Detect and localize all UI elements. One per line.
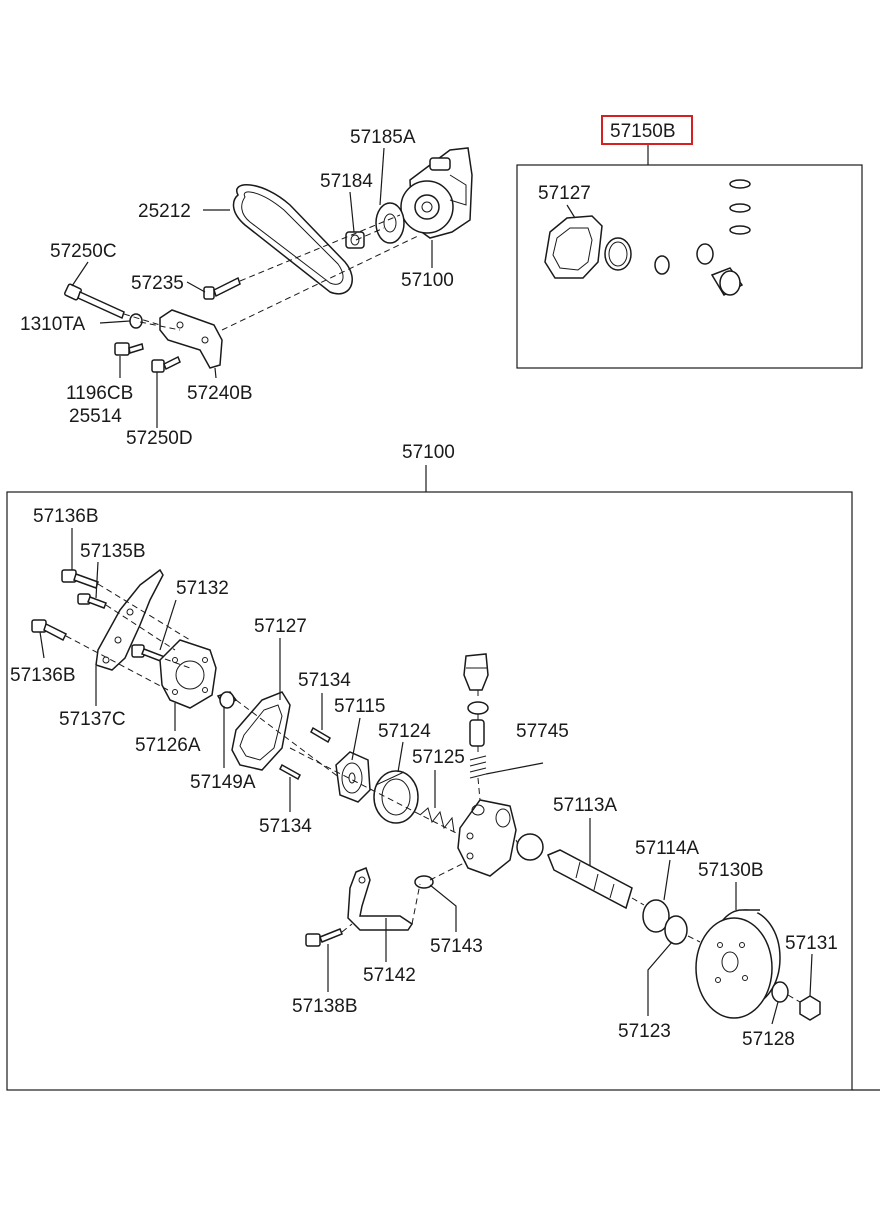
label-57136B-upper[interactable]: 57136B — [33, 506, 99, 527]
bolt-57250D[interactable] — [151, 355, 181, 373]
bolt-57135B[interactable] — [77, 593, 107, 609]
label-57142[interactable]: 57142 — [363, 965, 416, 986]
spring-57745[interactable] — [469, 755, 487, 779]
o-ring-57143[interactable] — [414, 875, 434, 889]
nut-57131[interactable] — [799, 995, 821, 1021]
shaft-57113A[interactable] — [547, 849, 633, 910]
pin-57134-upper[interactable] — [310, 726, 331, 744]
nut-57184[interactable] — [345, 231, 365, 249]
fitting-upper[interactable] — [463, 653, 489, 779]
label-57745[interactable]: 57745 — [516, 721, 569, 742]
washer-1310TA[interactable] — [129, 313, 143, 329]
label-57250C[interactable]: 57250C — [50, 241, 117, 262]
label-25514[interactable]: 25514 — [69, 406, 122, 427]
label-57134-lower[interactable]: 57134 — [259, 816, 312, 837]
o-ring-mid-kit[interactable] — [696, 243, 714, 265]
label-57134-upper[interactable]: 57134 — [298, 670, 351, 691]
bolt-57136B-upper[interactable] — [61, 569, 99, 589]
label-57184[interactable]: 57184 — [320, 171, 373, 192]
ring-57114A[interactable] — [642, 899, 670, 933]
pipe-57142[interactable] — [347, 867, 414, 931]
washer-57128[interactable] — [771, 981, 789, 1003]
bushing-57149A[interactable] — [216, 691, 238, 709]
label-57250D[interactable]: 57250D — [126, 428, 193, 449]
label-57137C[interactable]: 57137C — [59, 709, 126, 730]
seal-housing[interactable] — [516, 833, 544, 861]
label-57130B[interactable]: 57130B — [698, 860, 764, 881]
bolt-57235[interactable] — [203, 276, 241, 300]
pulley-57185A[interactable] — [375, 202, 405, 244]
label-57150B[interactable]: 57150B — [610, 121, 676, 142]
label-57125[interactable]: 57125 — [412, 747, 465, 768]
cover-57126A[interactable] — [159, 639, 217, 709]
label-57132[interactable]: 57132 — [176, 578, 229, 599]
ring-1-kit[interactable] — [729, 179, 751, 189]
label-1196CB[interactable]: 1196CB — [66, 383, 133, 404]
label-25212[interactable]: 25212 — [138, 201, 191, 222]
label-57114A[interactable]: 57114A — [635, 838, 699, 859]
ring-57123[interactable] — [664, 915, 688, 945]
lower-assembly — [31, 568, 821, 1021]
label-57123[interactable]: 57123 — [618, 1021, 671, 1042]
label-57127[interactable]: 57127 — [254, 616, 307, 637]
part-labels: 57185A 57184 25212 57250C 57235 57100 13… — [10, 121, 838, 1050]
pin-57134-lower[interactable] — [279, 763, 301, 781]
ring-57124[interactable] — [373, 770, 419, 824]
top-leaders — [71, 144, 649, 428]
label-57113A[interactable]: 57113A — [553, 795, 617, 816]
label-57143[interactable]: 57143 — [430, 936, 483, 957]
label-57115[interactable]: 57115 — [334, 696, 385, 717]
bracket-57137C[interactable] — [95, 568, 164, 671]
label-57100-assembly[interactable]: 57100 — [402, 442, 455, 463]
rotor-57115[interactable] — [335, 751, 371, 803]
label-57128[interactable]: 57128 — [742, 1029, 795, 1050]
kit-frame — [516, 164, 863, 369]
bolt-57250C[interactable] — [64, 283, 125, 320]
seal-kit[interactable] — [710, 267, 744, 297]
label-57136B-lower[interactable]: 57136B — [10, 665, 76, 686]
bracket-57240B[interactable] — [159, 309, 223, 369]
pump-57100-top[interactable] — [400, 147, 473, 239]
bolt-1196CB[interactable] — [114, 342, 144, 356]
lower-leaders — [39, 528, 813, 1025]
kit-57150B — [516, 115, 863, 369]
label-57185A[interactable]: 57185A — [350, 127, 416, 148]
o-ring-small-kit[interactable] — [654, 255, 670, 275]
pulley-57130B[interactable] — [695, 909, 781, 1019]
pump-assembly-frame — [6, 491, 853, 1091]
top-assembly — [64, 147, 473, 373]
label-57149A[interactable]: 57149A — [190, 772, 256, 793]
label-57235[interactable]: 57235 — [131, 273, 184, 294]
label-1310TA[interactable]: 1310TA — [20, 314, 85, 335]
label-57131[interactable]: 57131 — [785, 933, 838, 954]
label-57124[interactable]: 57124 — [378, 721, 431, 742]
label-57100-top[interactable]: 57100 — [401, 270, 454, 291]
label-57138B[interactable]: 57138B — [292, 996, 358, 1017]
pump-housing[interactable] — [457, 799, 517, 877]
label-57240B[interactable]: 57240B — [187, 383, 253, 404]
gasket-57127[interactable] — [231, 691, 291, 771]
gasket-57127-kit[interactable] — [544, 215, 603, 279]
label-57127-kit[interactable]: 57127 — [538, 183, 591, 204]
ring-2-kit[interactable] — [729, 203, 751, 213]
label-57135B[interactable]: 57135B — [80, 541, 146, 562]
o-ring-fitting[interactable] — [467, 701, 489, 715]
belt-25212[interactable] — [232, 184, 353, 295]
ring-3-kit[interactable] — [729, 225, 751, 235]
spring-57125[interactable] — [419, 807, 455, 833]
bolt-57138B[interactable] — [305, 928, 343, 947]
kit-label-box[interactable] — [601, 115, 693, 145]
bolt-57136B-lower[interactable] — [31, 619, 68, 642]
label-57126A[interactable]: 57126A — [135, 735, 201, 756]
